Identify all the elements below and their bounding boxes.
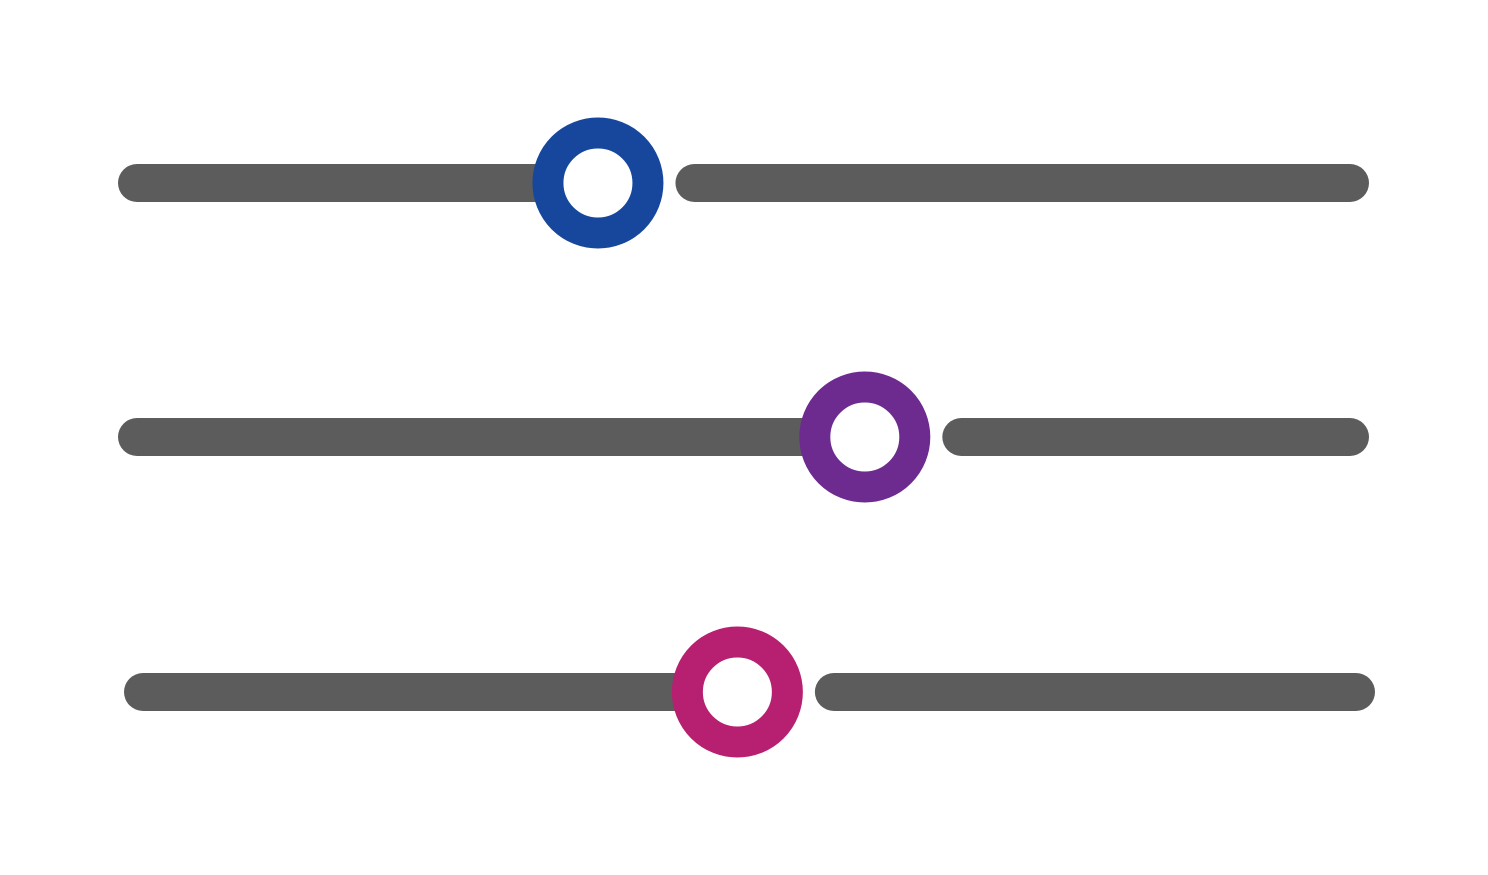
slider-knob[interactable] [799, 371, 931, 503]
slider-knob[interactable] [532, 117, 664, 249]
slider-knob[interactable] [671, 626, 803, 758]
slider-row[interactable] [118, 117, 1369, 249]
slider-row[interactable] [118, 371, 1369, 503]
slider-row[interactable] [124, 626, 1375, 758]
